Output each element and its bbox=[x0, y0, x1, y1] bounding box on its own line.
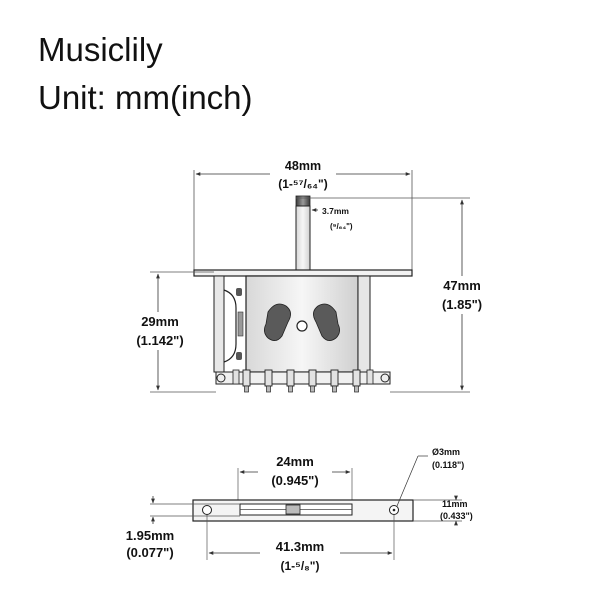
lever-mm-label: 3.7mm bbox=[322, 206, 349, 216]
solder-lug bbox=[308, 369, 317, 393]
hole-mm-label: Ø3mm bbox=[432, 447, 460, 457]
solder-lug bbox=[242, 369, 251, 393]
solder-lug bbox=[264, 369, 273, 393]
mounting-slot-right bbox=[313, 303, 340, 341]
terminal-lug-left bbox=[216, 373, 226, 383]
thickness-inch-label: (0.077") bbox=[126, 545, 173, 560]
solder-lug bbox=[352, 369, 361, 393]
width-inch-label: (1-⁵⁷/₆₄") bbox=[278, 177, 327, 191]
mounting-slot-left bbox=[264, 303, 291, 341]
spacing-label-bg bbox=[260, 536, 340, 576]
lever-inch-label: (⁹/₆₄") bbox=[330, 222, 353, 231]
spring-contact bbox=[223, 289, 237, 363]
body-label-bg bbox=[120, 312, 200, 350]
height-label-bg bbox=[424, 276, 502, 314]
terminal-row bbox=[215, 369, 391, 393]
brand-name: Musiclily bbox=[38, 31, 163, 68]
width-label-bg bbox=[270, 158, 336, 192]
mount-hole-center bbox=[392, 508, 396, 512]
solder-lug bbox=[330, 369, 339, 393]
body-left-wall bbox=[213, 275, 225, 373]
slot-label-bg bbox=[258, 450, 332, 490]
body-right-wall bbox=[357, 275, 371, 373]
width-mm-label: 48mm bbox=[285, 159, 321, 173]
solder-lug bbox=[232, 369, 240, 385]
height-inch-label: (1.85") bbox=[442, 297, 482, 312]
terminal-lug-right bbox=[380, 373, 390, 383]
solder-lug bbox=[286, 369, 295, 393]
slot-inch-label: (0.945") bbox=[271, 473, 318, 488]
body-inch-label: (1.142") bbox=[136, 333, 183, 348]
center-rivet bbox=[296, 320, 308, 332]
spacing-inch-label: (1-⁵/₈") bbox=[281, 559, 320, 573]
terminal-strip bbox=[215, 371, 391, 385]
contact-spring bbox=[237, 311, 244, 337]
thickness-mm-label: 1.95mm bbox=[126, 528, 174, 543]
depth-mm-label: 11mm bbox=[442, 499, 468, 509]
lever-shaft bbox=[295, 205, 311, 271]
depth-inch-label: (0.433") bbox=[440, 511, 473, 521]
hole-inch-label: (0.118") bbox=[432, 460, 464, 470]
hole-leader-line bbox=[396, 455, 419, 507]
height-mm-label: 47mm bbox=[443, 278, 481, 293]
body-mm-label: 29mm bbox=[141, 314, 179, 329]
lever-tip bbox=[295, 195, 311, 207]
spacing-mm-label: 41.3mm bbox=[276, 539, 324, 554]
slot-mm-label: 24mm bbox=[276, 454, 314, 469]
top-view: 24mm (0.945") Ø3mm (0.118") 11mm (0.433"… bbox=[126, 447, 473, 576]
solder-lug bbox=[366, 369, 374, 385]
lever-top bbox=[285, 504, 301, 515]
mounting-plate bbox=[193, 269, 413, 277]
mount-hole-left bbox=[202, 505, 212, 515]
contact-tab-1 bbox=[236, 288, 242, 296]
unit-label: Unit: mm(inch) bbox=[38, 79, 253, 116]
contact-tab-2 bbox=[236, 352, 242, 360]
front-view: 48mm (1-⁵⁷/₆₄") 3.7mm (⁹/₆₄") bbox=[120, 158, 502, 393]
